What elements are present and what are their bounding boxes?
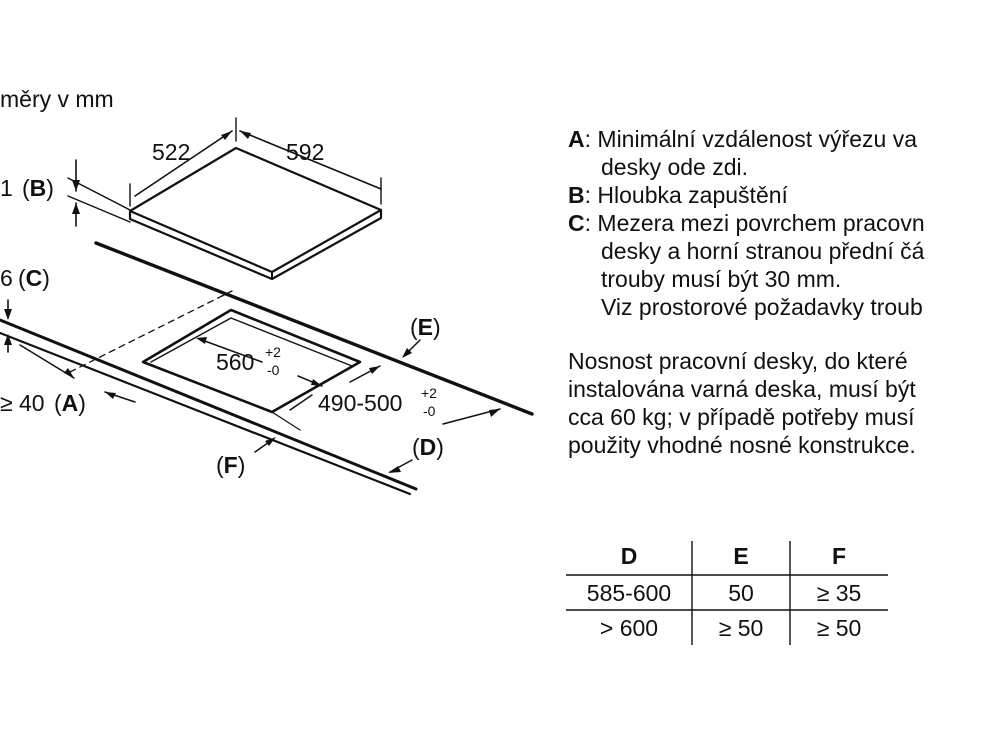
cutout-depth-value: 490-500 bbox=[318, 390, 403, 416]
dimension-b-label: (B) bbox=[22, 175, 54, 201]
legend-a-line1: A: Minimální vzdálenost výřezu va bbox=[568, 126, 917, 152]
table-header-d: D bbox=[620, 543, 638, 569]
dimension-a-value: ≥ 40 bbox=[0, 390, 45, 416]
table-header-e: E bbox=[733, 543, 749, 569]
table-cell-r1-f: ≥ 35 bbox=[816, 580, 862, 606]
cutout-width-tol-top: +2 bbox=[265, 344, 281, 360]
worktop-front-edge bbox=[0, 318, 418, 491]
e-letter: E bbox=[417, 314, 434, 340]
b-letter: B bbox=[29, 175, 47, 201]
legend-c-line3: trouby musí být 30 mm. bbox=[601, 266, 842, 292]
legend-c-line1: C: Mezera mezi povrchem pracovn bbox=[568, 210, 925, 236]
cutout-width-tol-bottom: -0 bbox=[267, 362, 280, 378]
worktop-back-edge bbox=[94, 241, 534, 416]
legend-a-key: A bbox=[568, 126, 585, 152]
cutout-depth-tol-top: +2 bbox=[421, 385, 437, 401]
c-letter: C bbox=[25, 265, 43, 291]
legend-c-line2: desky a horní stranou přední čá bbox=[601, 238, 925, 264]
table-cell-r1-e: 50 bbox=[728, 580, 754, 606]
legend-c-line4: Viz prostorové požadavky troub bbox=[601, 294, 923, 320]
f-letter: F bbox=[223, 452, 238, 478]
note-line4: použity vhodné nosné konstrukce. bbox=[568, 432, 916, 458]
note-line2: instalována varná deska, musí být bbox=[568, 376, 916, 402]
note-line1: Nosnost pracovní desky, do které bbox=[568, 348, 908, 374]
legend-c-key: C bbox=[568, 210, 585, 236]
cutout-depth-tol-bottom: -0 bbox=[423, 403, 436, 419]
dimension-c-label: (C) bbox=[18, 265, 50, 291]
dimension-522: 522 bbox=[152, 139, 191, 165]
legend-a-line2: desky ode zdi. bbox=[601, 154, 749, 180]
table-cell-r2-f: ≥ 50 bbox=[816, 615, 862, 641]
table-cell-r1-d: 585-600 bbox=[586, 580, 672, 606]
d-letter: D bbox=[419, 434, 437, 460]
dimension-c-value: 6 bbox=[0, 265, 13, 291]
legend-b-key: B bbox=[568, 182, 585, 208]
units-caption: měry v mm bbox=[0, 86, 114, 112]
cutout-width-value: 560 bbox=[216, 349, 255, 375]
table-cell-r2-e: ≥ 50 bbox=[718, 615, 764, 641]
dimension-b-value: 1 bbox=[0, 175, 13, 201]
note-line3: cca 60 kg; v případě potřeby musí bbox=[568, 404, 915, 430]
table-header-f: F bbox=[831, 543, 847, 569]
table-cell-r2-d: > 600 bbox=[599, 615, 659, 641]
legend-b-line1: B: Hloubka zapuštění bbox=[568, 182, 788, 208]
dimension-592: 592 bbox=[286, 139, 325, 165]
dimension-a-label: (A) bbox=[54, 390, 86, 416]
dimension-d-label: (D) bbox=[412, 434, 444, 460]
a-letter: A bbox=[61, 390, 79, 416]
dimension-f-label: (F) bbox=[216, 452, 246, 478]
dimension-e-label: (E) bbox=[410, 314, 441, 340]
